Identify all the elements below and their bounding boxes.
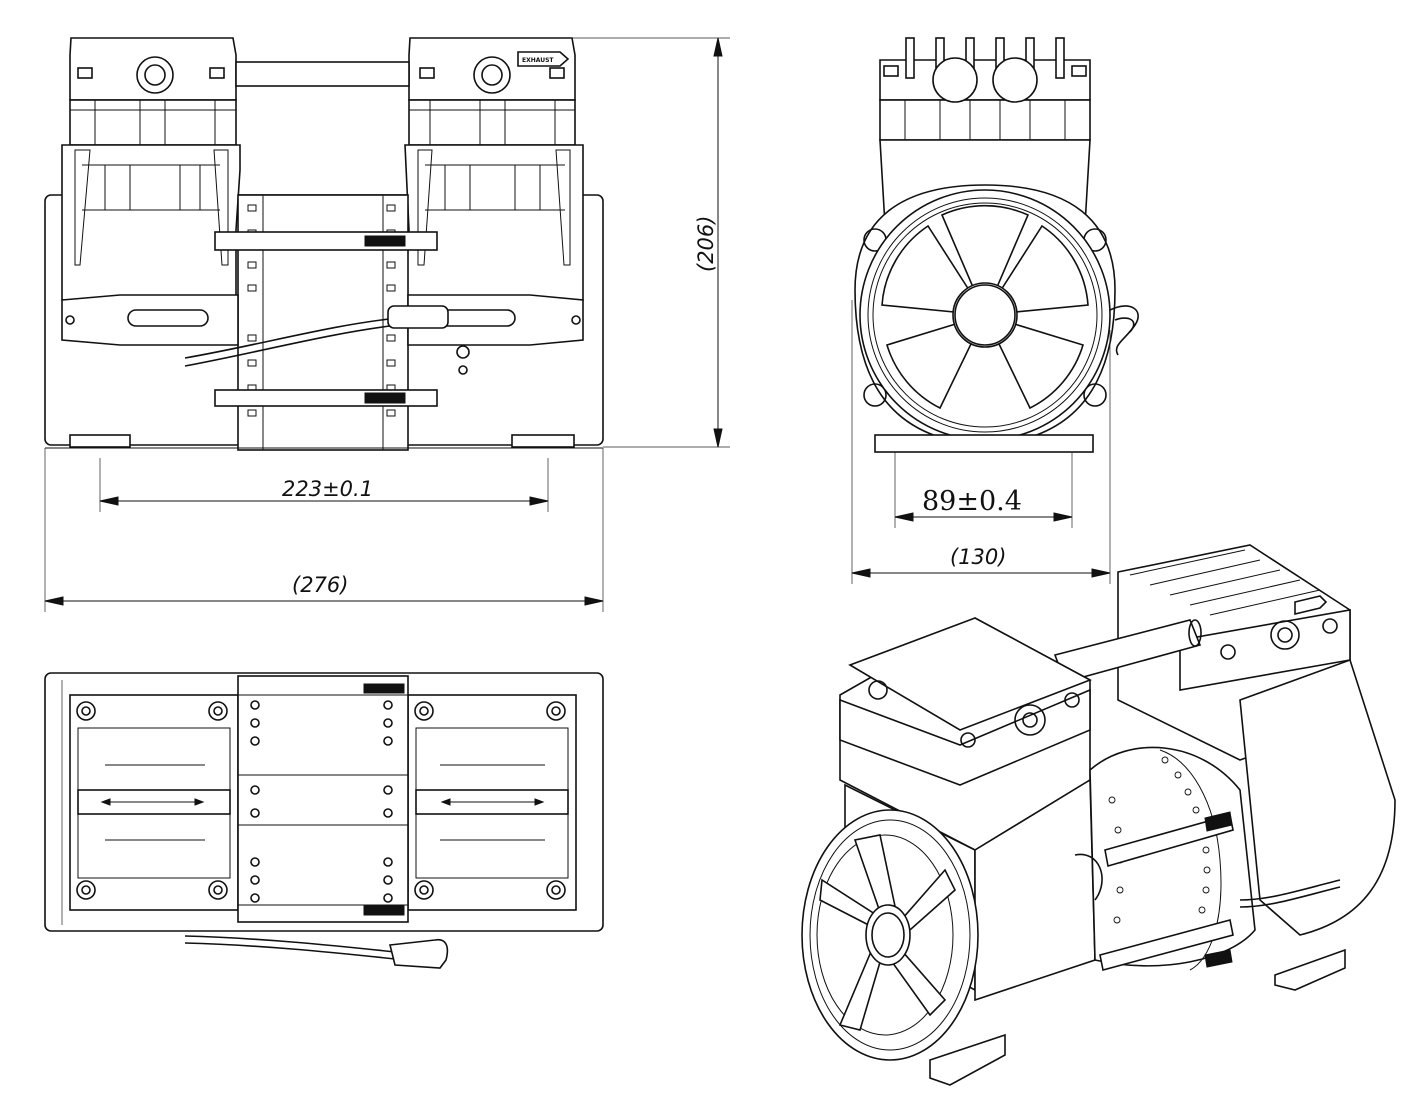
- side-mount-text: 89±0.4: [922, 486, 1022, 517]
- iso-foot-rear: [1274, 948, 1346, 991]
- iso-fan: [801, 809, 979, 1061]
- fan-grille-sectors: [881, 204, 1089, 410]
- dimension-overall-length: (276): [44, 448, 604, 612]
- power-cable: [184, 317, 399, 359]
- foot-right: [511, 434, 575, 448]
- mounting-band: [61, 294, 239, 346]
- overall-length-text: (276): [292, 573, 348, 597]
- motor-center-top: [237, 675, 409, 923]
- height-dimension-text: (206): [694, 216, 718, 272]
- iso-motor: [1074, 746, 1341, 971]
- power-cable-top: [184, 935, 396, 953]
- fan-housing: [854, 184, 1139, 446]
- exhaust-arrow-tag: EXHAUST: [517, 51, 570, 67]
- left-pump-head: [61, 37, 241, 301]
- side-width-text: (130): [950, 545, 1006, 569]
- side-view: 89±0.4 (130): [851, 37, 1139, 584]
- connecting-pipe: [235, 61, 410, 87]
- iso-rear-head: [1117, 544, 1396, 936]
- vent-slots-right: [386, 204, 396, 417]
- dimension-height: (206): [570, 37, 730, 448]
- right-pump-head: EXHAUST: [404, 37, 584, 301]
- isometric-view: [801, 544, 1396, 1086]
- front-view: EXHAUST: [44, 37, 730, 612]
- exhaust-label: EXHAUST: [522, 57, 554, 64]
- top-view: [44, 672, 604, 969]
- top-view-outline: [44, 672, 604, 932]
- iso-front-head: [839, 617, 1096, 1002]
- dimension-mount-span: 223±0.1: [99, 458, 549, 512]
- mount-span-text: 223±0.1: [282, 477, 373, 501]
- dimension-side-mount: 89±0.4: [894, 452, 1073, 528]
- iso-foot-front: [929, 1033, 1006, 1086]
- foot-left: [69, 434, 131, 448]
- dimension-side-width: (130): [851, 300, 1111, 584]
- side-base: [874, 434, 1094, 453]
- right-head-top: [407, 694, 577, 911]
- left-head-top: [61, 680, 239, 925]
- motor-center: [214, 194, 438, 451]
